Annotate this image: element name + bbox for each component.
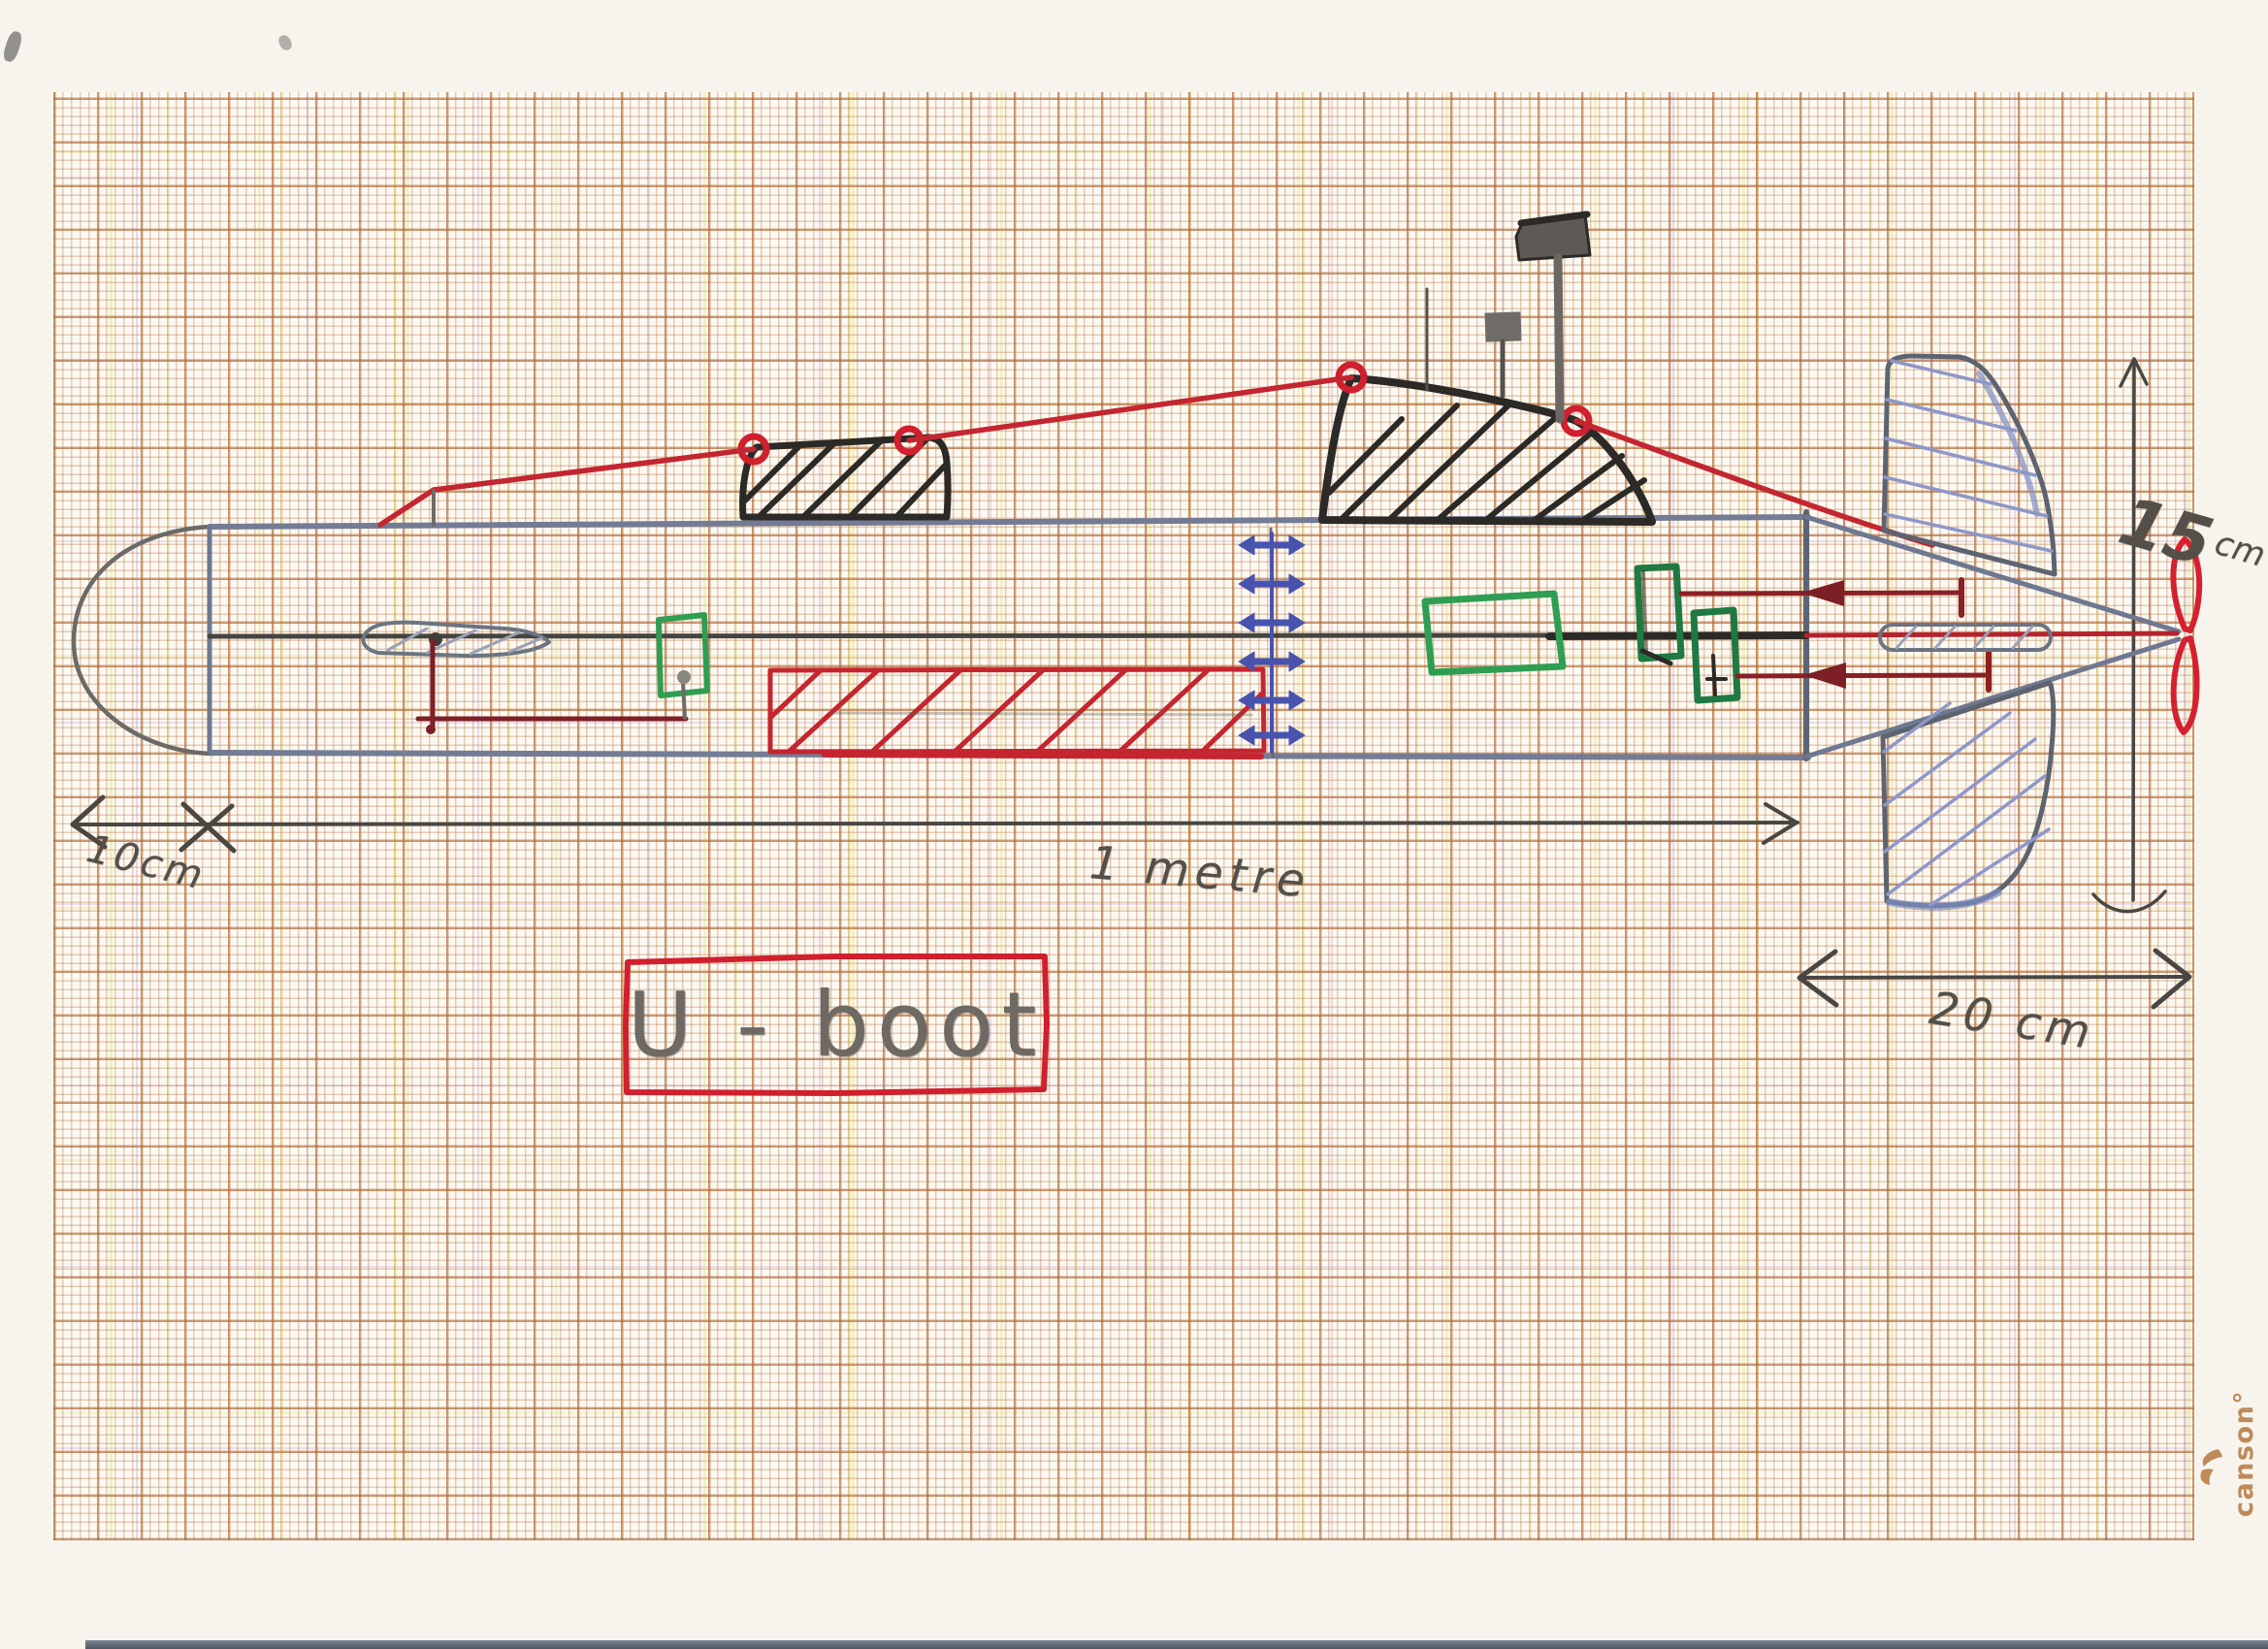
canson-wordmark: canson°	[2229, 1390, 2259, 1517]
dimension-tail-length	[1797, 948, 2192, 1010]
propeller-shaft	[1878, 623, 2053, 652]
conning-tower	[1318, 361, 1656, 526]
upper-tail-fin	[1881, 353, 2057, 577]
snorkel-mast	[1553, 253, 1565, 424]
tail-cone-top	[1803, 514, 2182, 634]
canson-brand-text: canson	[2229, 1404, 2259, 1517]
label-tail-height-unit: cm	[2210, 523, 2268, 575]
canson-logo: canson°	[2185, 1390, 2262, 1547]
lower-tail-fin	[1880, 680, 2057, 911]
canson-leaf-icon	[2200, 1449, 2222, 1485]
forward-deck-casing	[737, 425, 952, 521]
title-box: U - boot	[626, 956, 1046, 1092]
hull	[71, 509, 2182, 761]
propeller	[2170, 536, 2203, 735]
bow-cap	[71, 524, 216, 757]
ballast-tank-hatched	[767, 666, 1267, 760]
bow-linkage-rods	[415, 638, 689, 734]
actuator-screw-head	[677, 670, 691, 684]
periscope-head	[1484, 311, 1522, 342]
bow-actuator-box	[656, 612, 710, 720]
page-title: U - boot	[627, 972, 1045, 1077]
chain-linkage	[1238, 527, 1306, 759]
scanner-edge-strip	[85, 1640, 2268, 1649]
millimeter-grid	[53, 92, 2194, 1540]
tail-cone-bottom	[1803, 636, 2182, 760]
actuator-screw-post	[681, 679, 687, 720]
dimension-tail-height	[2091, 357, 2167, 914]
stern-control-rods	[1678, 577, 1992, 693]
valve-boxes	[1634, 563, 1741, 704]
canson-brand-mark: °	[2229, 1389, 2259, 1405]
periscope-masts	[1425, 210, 1592, 424]
bow-dive-plane	[361, 620, 551, 658]
dimension-overall-length	[70, 794, 1799, 854]
title-box-outline	[623, 954, 1050, 1096]
centerline-red	[1803, 630, 2180, 638]
motor-box	[1421, 590, 1567, 676]
